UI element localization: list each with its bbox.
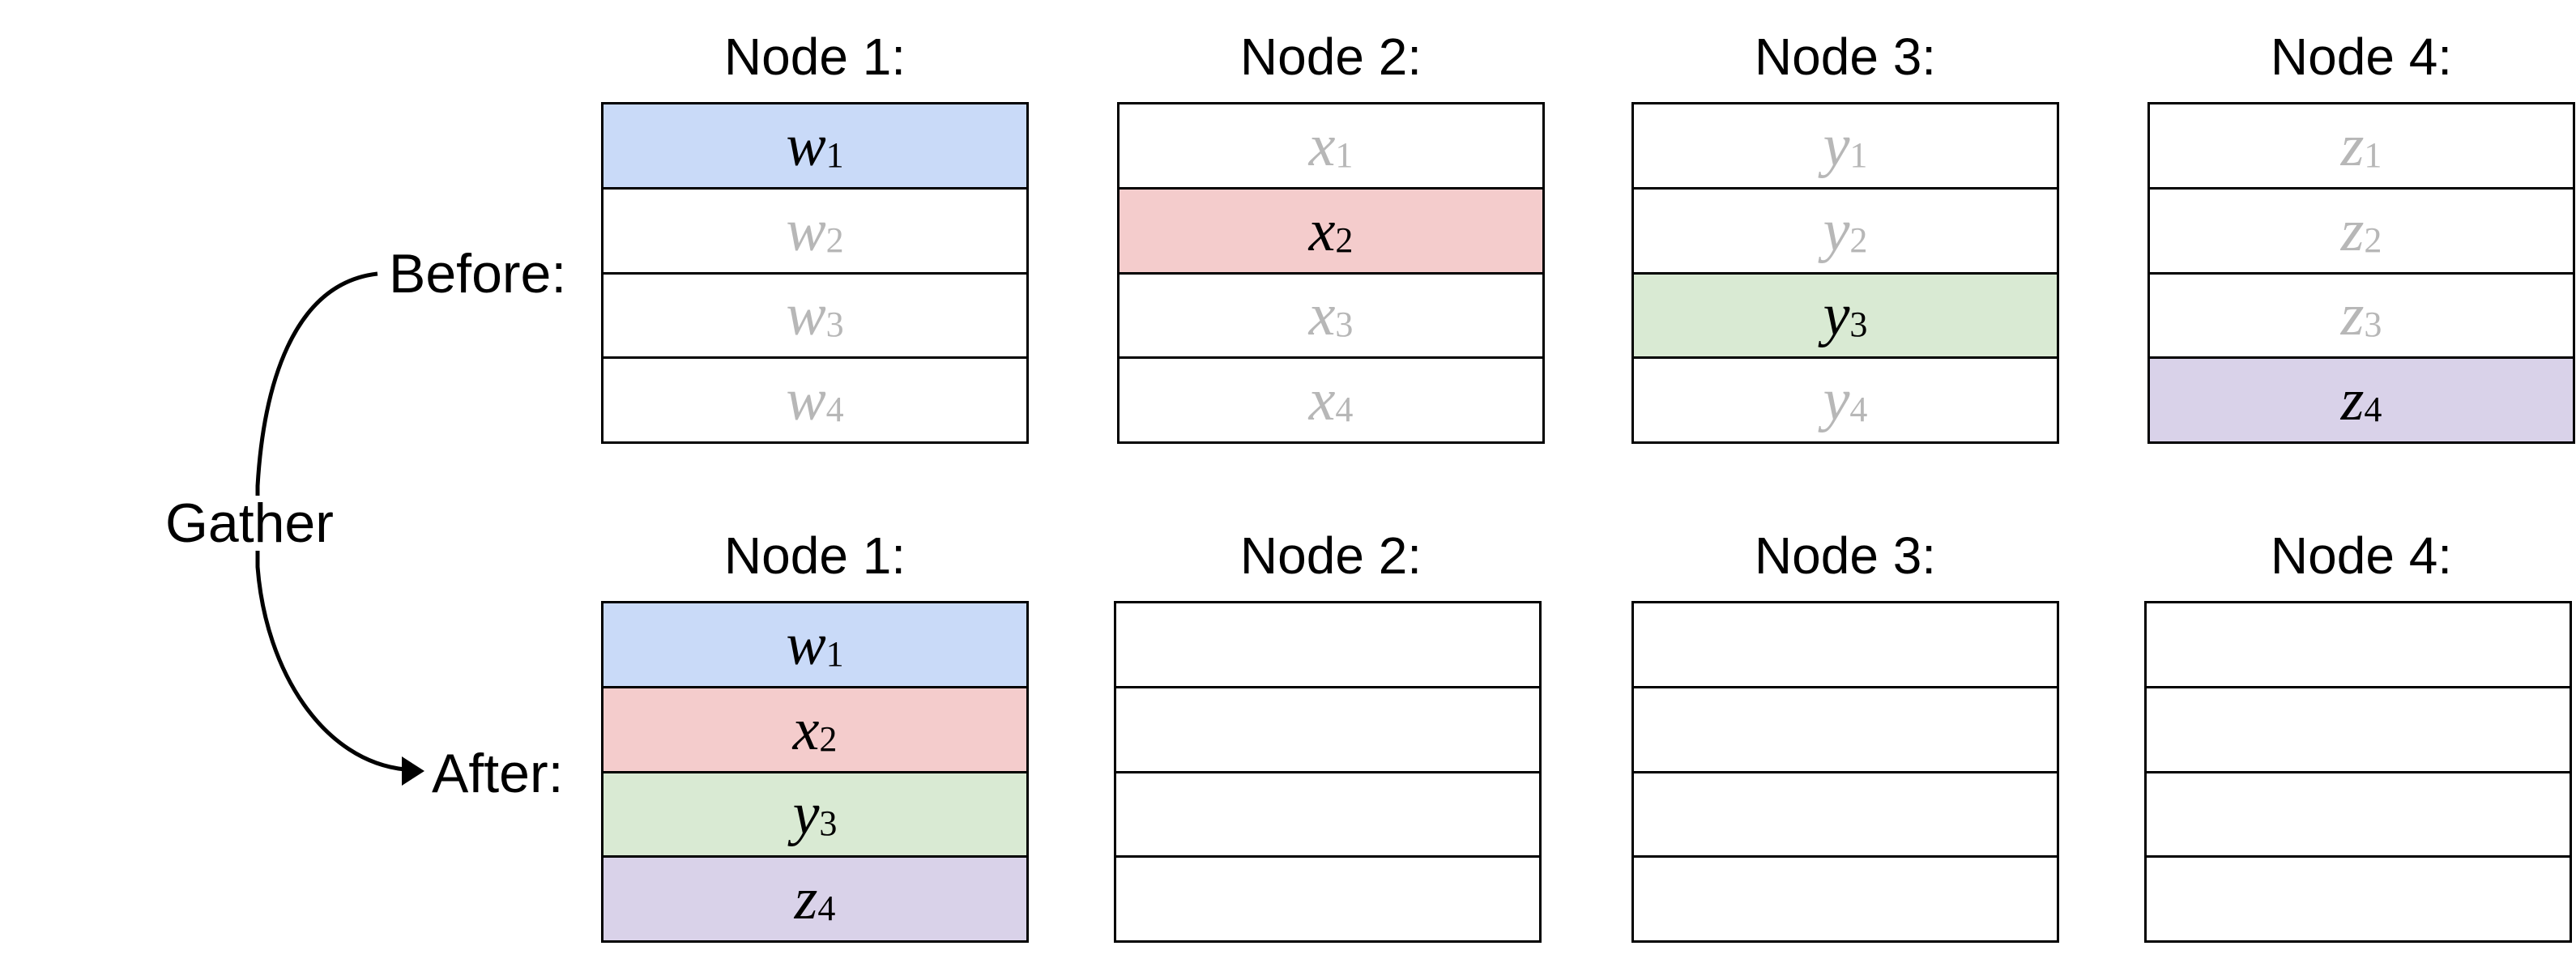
variable-symbol: w	[786, 197, 826, 264]
variable-subscript: 1	[825, 633, 844, 674]
variable-subscript: 1	[1335, 134, 1354, 175]
variable-subscript: 2	[2364, 219, 2382, 260]
variable-subscript: 2	[1335, 219, 1354, 260]
after-node-3-box	[1631, 601, 2059, 943]
variable-subscript: 3	[2364, 305, 2382, 345]
memory-cell	[1634, 855, 2057, 940]
memory-cell	[1634, 685, 2057, 771]
after-node-4-heading: Node 4:	[2270, 526, 2453, 585]
variable-symbol: w	[786, 112, 826, 179]
after-node-1-heading: Node 1:	[723, 526, 906, 585]
variable-symbol: x	[792, 696, 820, 763]
memory-cell	[1116, 855, 1539, 940]
before-label: Before:	[389, 243, 567, 305]
variable-symbol: y	[792, 781, 820, 848]
variable-symbol: x	[1308, 367, 1336, 434]
variable-symbol: z	[794, 866, 818, 933]
variable-subscript: 3	[1335, 305, 1354, 345]
variable-symbol: w	[786, 611, 826, 678]
memory-cell	[2147, 603, 2570, 686]
variable-subscript: 3	[1849, 305, 1868, 345]
variable-subscript: 2	[1849, 219, 1868, 260]
variable-symbol: z	[2340, 367, 2365, 434]
after-node-3-heading: Node 3:	[1754, 526, 1937, 585]
variable-symbol: x	[1308, 197, 1336, 264]
variable-symbol: x	[1308, 112, 1336, 179]
variable-subscript: 4	[817, 888, 836, 929]
after-node-4-box	[2144, 601, 2572, 943]
memory-cell	[2147, 685, 2570, 771]
after-label: After:	[432, 743, 564, 804]
memory-cell	[1116, 603, 1539, 686]
variable-symbol: x	[1308, 282, 1336, 349]
variable-symbol: y	[1823, 367, 1850, 434]
after-node-2-heading: Node 2:	[1239, 526, 1422, 585]
variable-symbol: y	[1823, 282, 1850, 349]
variable-subscript: 3	[819, 803, 838, 844]
memory-cell	[1634, 603, 2057, 686]
before-node-4-heading: Node 4:	[2270, 28, 2453, 86]
variable-subscript: 4	[1335, 390, 1354, 430]
memory-cell	[1116, 685, 1539, 771]
variable-symbol: w	[786, 282, 826, 349]
before-node-1-heading: Node 1:	[723, 28, 906, 86]
variable-subscript: 4	[2364, 390, 2382, 430]
variable-subscript: 1	[825, 134, 844, 175]
before-node-2-heading: Node 2:	[1239, 28, 1422, 86]
gather-label: Gather	[165, 492, 334, 554]
variable-symbol: z	[2340, 112, 2365, 179]
variable-subscript: 2	[825, 219, 844, 260]
variable-symbol: z	[2340, 282, 2365, 349]
variable-symbol: y	[1823, 112, 1850, 179]
variable-subscript: 3	[825, 305, 844, 345]
variable-symbol: z	[2340, 197, 2365, 264]
variable-symbol: w	[786, 367, 826, 434]
variable-subscript: 4	[825, 390, 844, 430]
memory-cell	[1634, 770, 2057, 856]
variable-symbol: y	[1823, 197, 1850, 264]
memory-cell	[2147, 855, 2570, 940]
variable-subscript: 1	[1849, 134, 1868, 175]
variable-subscript: 4	[1849, 390, 1868, 430]
variable-subscript: 1	[2364, 134, 2382, 175]
before-node-3-heading: Node 3:	[1754, 28, 1937, 86]
arrow-head	[402, 756, 424, 786]
memory-cell	[1116, 770, 1539, 856]
after-node-2-box	[1114, 601, 1542, 943]
memory-cell	[2147, 770, 2570, 856]
variable-subscript: 2	[819, 718, 838, 759]
